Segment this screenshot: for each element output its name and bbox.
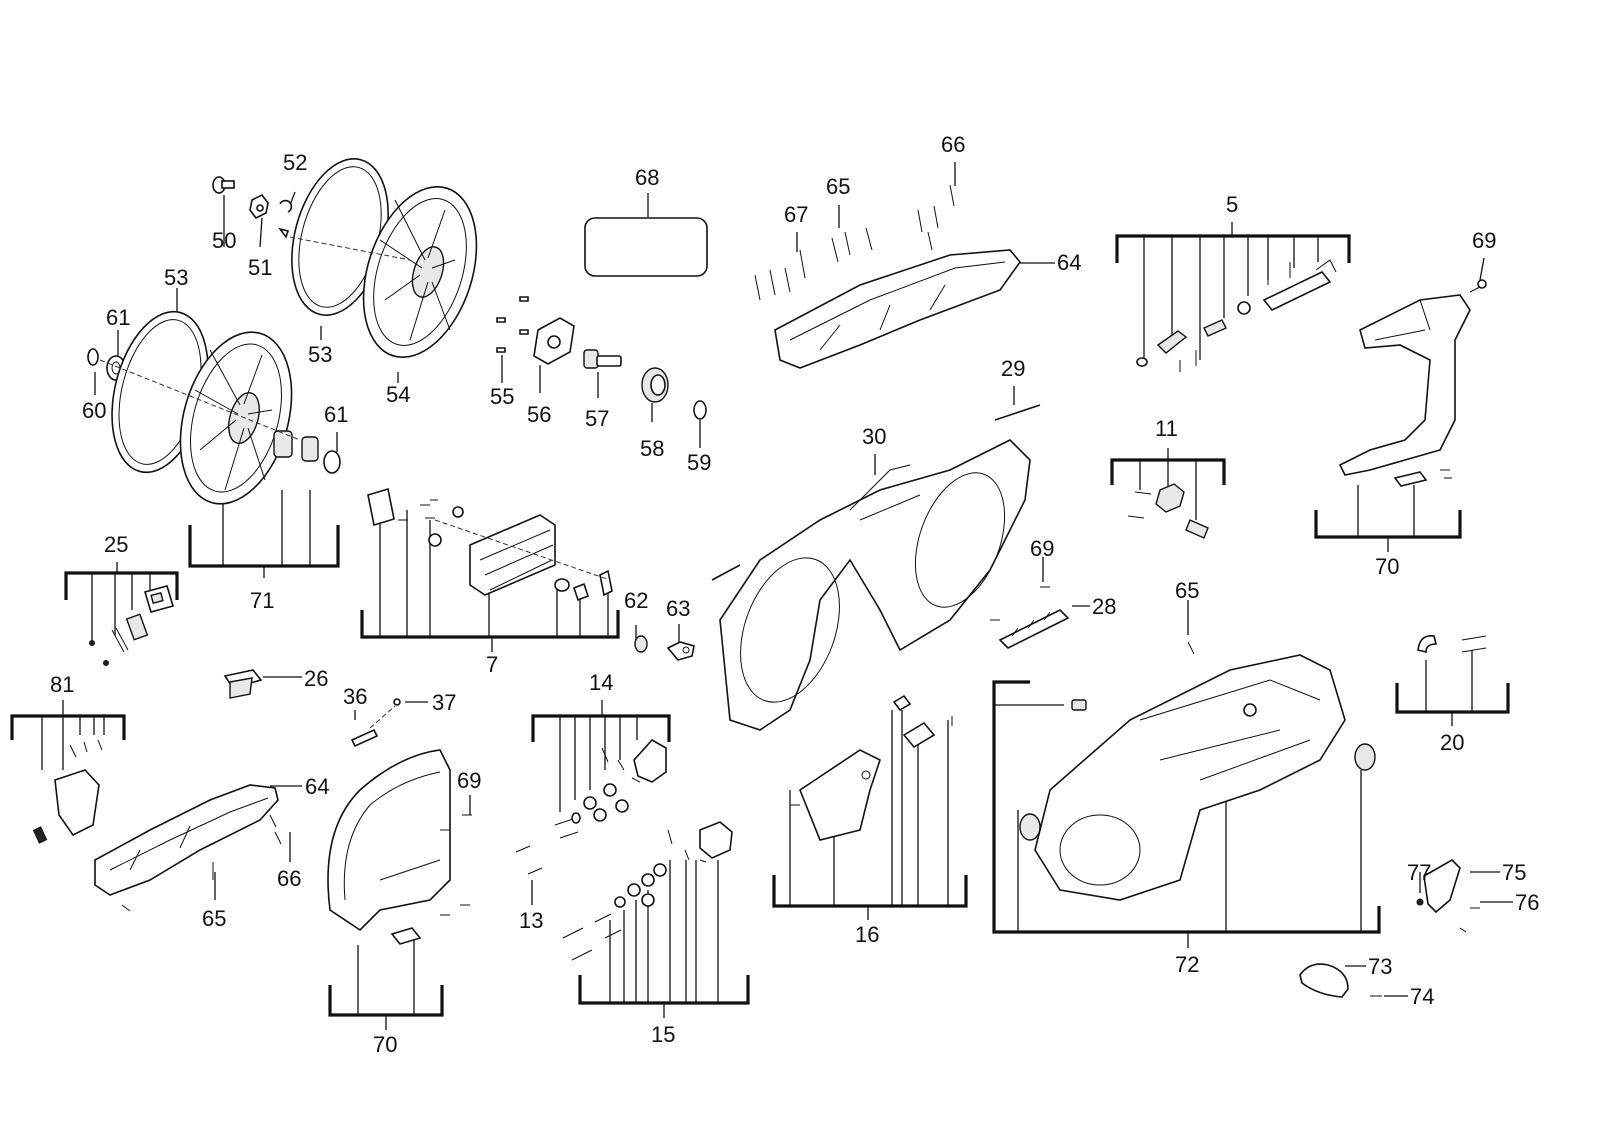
part-30-frame (719, 439, 1031, 731)
callout-label: 61 (106, 305, 130, 330)
callout-label: 81 (50, 672, 74, 697)
callout-label: 63 (666, 596, 690, 621)
callout-label: 64 (1057, 250, 1081, 275)
part-15-assembly (562, 821, 733, 961)
callout-label: 70 (373, 1032, 397, 1057)
callout-label: 58 (640, 436, 664, 461)
part-25-assembly (89, 585, 175, 666)
part-11-assembly (1127, 483, 1209, 539)
callout-label: 28 (1092, 594, 1116, 619)
callout-label: 52 (283, 150, 307, 175)
callout-label: 77 (1407, 860, 1431, 885)
callout-label: 76 (1515, 890, 1539, 915)
callout-label: 67 (784, 202, 808, 227)
callout-label: 30 (862, 424, 886, 449)
part-60-washer (87, 348, 99, 366)
part-13-screws (515, 845, 543, 875)
callout-label: 37 (432, 690, 456, 715)
callout-label: 53 (308, 342, 332, 367)
part-58-bearing (641, 367, 669, 403)
callout-label: 75 (1502, 860, 1526, 885)
part-64-upper-guard (774, 249, 1022, 369)
callout-label: 55 (490, 384, 514, 409)
part-54-wheel (362, 185, 478, 359)
part-69-28 (990, 586, 1070, 649)
callout-label: 16 (855, 922, 879, 947)
part-20-assembly (1417, 634, 1487, 654)
callout-label: 71 (250, 588, 274, 613)
callout-label: 64 (305, 774, 329, 799)
part-62-63 (634, 635, 695, 661)
callout-label: 15 (651, 1022, 675, 1047)
leader-lines (94, 162, 1513, 997)
part-72-housing (1019, 654, 1376, 901)
part-68-label-plate (584, 217, 708, 277)
part-36-37 (350, 698, 401, 748)
callout-label: 53 (164, 265, 188, 290)
part-73-74 (1299, 963, 1382, 998)
callout-label: 51 (248, 255, 272, 280)
part-56-plate (533, 317, 575, 365)
callout-label: 36 (343, 684, 367, 709)
part-5-assembly (1136, 259, 1337, 372)
part-70-left-handle (327, 749, 472, 945)
callout-label: 66 (941, 132, 965, 157)
group-brackets (10, 222, 1510, 1030)
callout-label: 13 (519, 908, 543, 933)
part-65-screw-right (1187, 641, 1195, 655)
callout-label: 65 (826, 174, 850, 199)
part-65-67-screws (754, 184, 955, 301)
part-69-screw-top-right (1469, 279, 1487, 293)
callout-label: 73 (1368, 954, 1392, 979)
callout-label: 65 (1175, 578, 1199, 603)
callout-label: 70 (1375, 554, 1399, 579)
callout-label: 57 (585, 406, 609, 431)
part-pin-left (711, 564, 741, 581)
callout-label: 54 (386, 382, 410, 407)
part-81-assembly (32, 739, 103, 844)
callout-label: 20 (1440, 730, 1464, 755)
callout-label: 26 (304, 666, 328, 691)
callout-label: 62 (624, 588, 648, 613)
callout-label: 66 (277, 866, 301, 891)
part-14-assembly (554, 738, 667, 839)
callout-label: 72 (1175, 952, 1199, 977)
part-57-shaft (583, 349, 622, 369)
callout-label: 56 (527, 402, 551, 427)
part-16-assembly (790, 694, 953, 841)
callout-label: 11 (1155, 416, 1178, 441)
part-59-ring (693, 400, 707, 420)
part-50-screw (212, 176, 235, 194)
callout-label: 74 (1410, 984, 1434, 1009)
callout-label: 14 (589, 670, 613, 695)
callout-label: 69 (1030, 536, 1054, 561)
callout-label: 50 (212, 228, 236, 253)
part-29-pin (994, 404, 1041, 421)
callout-label: 68 (635, 165, 659, 190)
callout-label: 5 (1226, 192, 1238, 217)
callout-label: 7 (486, 652, 498, 677)
callout-label: 65 (202, 906, 226, 931)
part-70-right-handle (1338, 294, 1471, 487)
callout-label: 25 (104, 532, 128, 557)
part-71-bearings (273, 430, 341, 474)
part-64-lower-guard (94, 784, 282, 912)
part-55-screws (496, 296, 529, 353)
callout-numbers: 50 51 52 53 53 54 61 60 61 71 68 55 56 5… (50, 132, 1539, 1057)
part-26 (223, 669, 263, 699)
callout-label: 59 (687, 450, 711, 475)
part-drawings (32, 158, 1487, 998)
callout-label: 60 (82, 398, 106, 423)
part-51-sprocket (249, 193, 269, 220)
callout-label: 69 (1472, 228, 1496, 253)
part-52-clip (278, 199, 293, 239)
part-75-77 (1416, 859, 1480, 933)
part-7-assembly (367, 487, 613, 602)
part-71-wheel (179, 331, 293, 505)
callout-label: 29 (1001, 356, 1025, 381)
callout-label: 69 (457, 768, 481, 793)
callout-label: 61 (324, 402, 348, 427)
